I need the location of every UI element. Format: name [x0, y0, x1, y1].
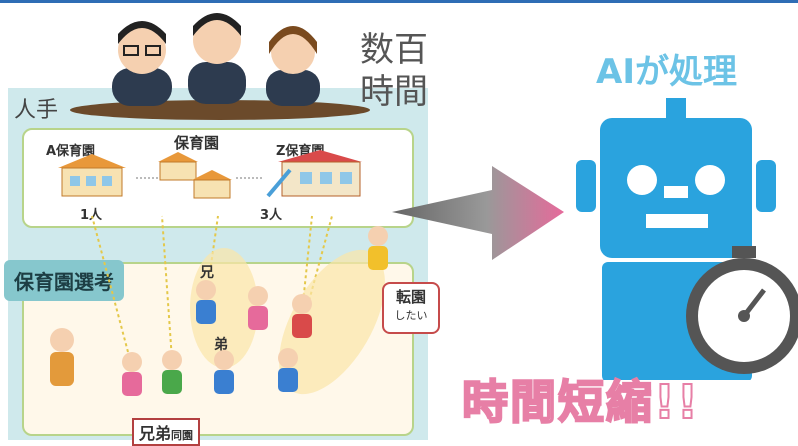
child-mother	[50, 328, 74, 386]
siblings-sub: 同園	[171, 429, 194, 442]
staff-illustration	[70, 13, 370, 120]
stopwatch-icon	[686, 246, 798, 374]
top-border	[0, 0, 798, 3]
nursery-a-label: A保育園	[46, 144, 96, 159]
building-a	[58, 154, 126, 197]
child-2	[162, 350, 182, 394]
child-younger	[214, 350, 234, 394]
transfer-ellipse	[279, 249, 385, 395]
process-arrow	[392, 166, 564, 260]
building-mid-1	[158, 152, 198, 181]
siblings-main: 兄弟	[139, 424, 172, 443]
staff-woman	[266, 26, 320, 106]
transfer-bubble: 転園 したい	[382, 282, 440, 334]
nursery-buildings	[58, 150, 362, 199]
time-saving-text: 時間短縮!!	[461, 374, 700, 430]
child-brother	[196, 280, 216, 324]
hours-line1: 数百	[360, 30, 428, 70]
siblings-label: 兄弟同園	[132, 418, 201, 446]
transfer-sub: したい	[394, 309, 428, 322]
ai-title: AIが処理	[596, 52, 737, 92]
child-3	[248, 286, 268, 330]
transfer-title: 転園	[395, 288, 426, 306]
nursery-a-count: 1人	[80, 208, 103, 223]
nursery-z-count: 3人	[260, 208, 283, 223]
children-illustration	[50, 215, 388, 396]
nursery-mid-label: 保育園	[174, 134, 220, 152]
brother-label: 兄	[200, 265, 214, 281]
child-5	[278, 348, 298, 392]
younger-label: 弟	[214, 337, 228, 353]
staff-man-glasses	[112, 21, 172, 106]
siblings-ellipse	[190, 248, 258, 368]
selection-tag: 保育園選考	[4, 260, 124, 301]
child-transfer	[368, 226, 388, 270]
hours-line2: 時間	[360, 72, 428, 112]
human-label: 人手	[14, 98, 59, 123]
building-mid-2	[192, 170, 232, 199]
staff-man	[188, 13, 246, 104]
child-1	[122, 352, 142, 396]
robot-icon	[576, 98, 798, 380]
child-4	[292, 294, 312, 338]
building-z	[266, 150, 362, 198]
